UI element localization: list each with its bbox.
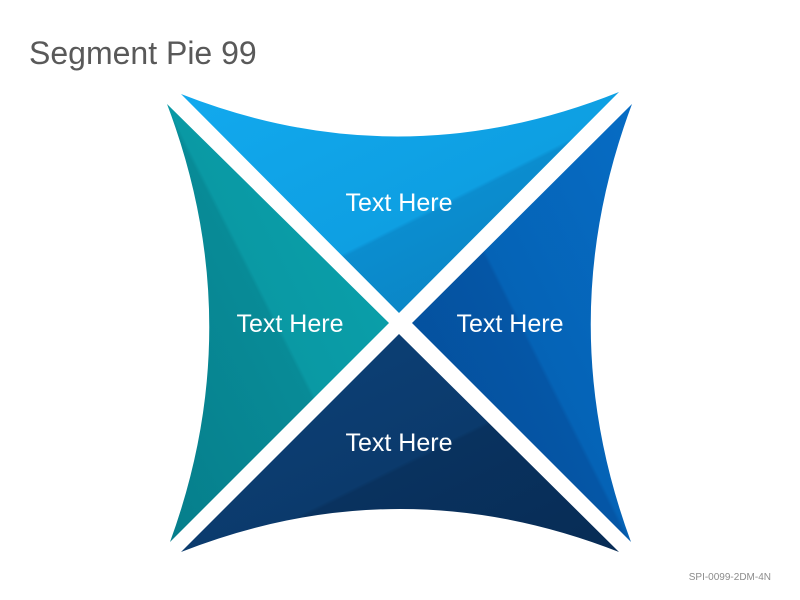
segment-top — [181, 92, 619, 313]
segment-top-label: Text Here — [346, 189, 453, 217]
segment-bottom-label: Text Here — [346, 429, 453, 457]
segment-left-label: Text Here — [237, 310, 344, 338]
footer-code: SPI-0099-2DM-4N — [688, 572, 771, 583]
segment-right-label: Text Here — [457, 310, 564, 338]
segment-bottom — [181, 334, 619, 552]
segment-right — [412, 104, 632, 542]
slide-title: Segment Pie 99 — [29, 35, 257, 71]
segment-left — [167, 104, 389, 542]
